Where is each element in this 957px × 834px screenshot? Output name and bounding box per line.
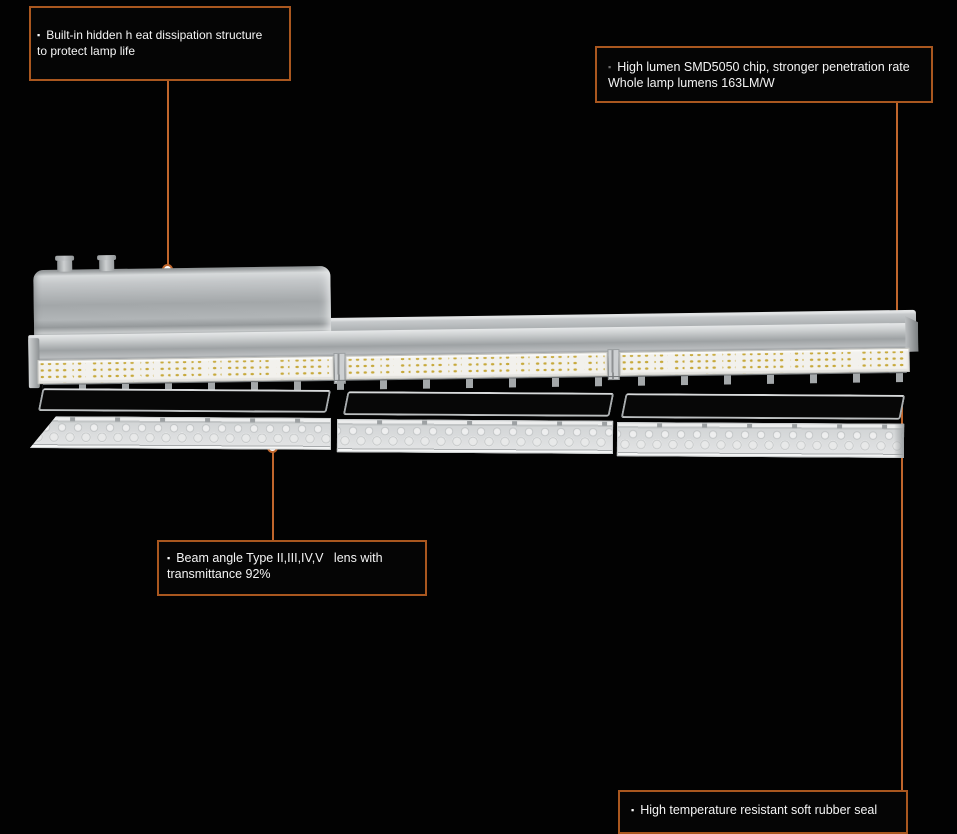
rubber-seal-frame xyxy=(37,388,332,413)
callout-text: to protect lamp life xyxy=(37,43,136,58)
bullet-icon: ▪ xyxy=(167,553,171,563)
bullet-icon: ▪ xyxy=(631,805,635,815)
callout-line: ▪ Built-in hidden h eat dissipation struc… xyxy=(37,28,281,44)
callout-line: ▪ High temperature resistant soft rubber … xyxy=(631,803,898,819)
connector-knob xyxy=(57,258,73,272)
led-module xyxy=(345,352,608,380)
lens-panel xyxy=(616,422,905,458)
callout-text: High lumen SMD5050 chip, stronger penetr… xyxy=(617,60,910,74)
callout-text: Beam angle Type II,III,IV,V lens with xyxy=(176,551,383,565)
callout-line: ▪ High lumen SMD5050 chip, stronger penet… xyxy=(608,60,923,76)
leader-line-lens xyxy=(272,451,274,540)
bullet-icon: ▪ xyxy=(37,30,41,40)
rubber-seal-frame xyxy=(342,391,615,417)
end-cap-right xyxy=(905,316,919,352)
leader-line-seal-vertical xyxy=(901,407,903,790)
callout-text: Whole lamp lumens 163LM/W xyxy=(608,75,775,90)
callout-text: transmittance 92% xyxy=(167,566,271,581)
callout-heat-dissipation: ▪ Built-in hidden h eat dissipation struc… xyxy=(29,6,291,81)
lens-panel xyxy=(30,416,331,450)
light-fixture-body xyxy=(27,244,919,396)
lens-panel xyxy=(336,419,614,454)
connector-knob xyxy=(99,258,115,272)
callout-line: Whole lamp lumens 163LM/W xyxy=(608,76,923,92)
callout-text: Built-in hidden h eat dissipation struct… xyxy=(46,28,263,42)
callout-led-chip: ▪ High lumen SMD5050 chip, stronger penet… xyxy=(595,46,933,103)
callout-line: transmittance 92% xyxy=(167,567,417,583)
callout-lens: ▪ Beam angle Type II,III,IV,V lens with t… xyxy=(157,540,427,596)
leader-line-heat xyxy=(167,81,169,266)
rubber-seal-frame xyxy=(620,393,906,420)
leader-line-chip-vertical xyxy=(896,103,898,357)
callout-line: to protect lamp life xyxy=(37,44,281,60)
bullet-icon: ▪ xyxy=(608,62,612,72)
callout-text: High temperature resistant soft rubber s… xyxy=(640,803,878,817)
callout-line: ▪ Beam angle Type II,III,IV,V lens with xyxy=(167,551,417,567)
driver-housing xyxy=(33,265,332,339)
callout-rubber-seal: ▪ High temperature resistant soft rubber … xyxy=(618,790,908,834)
